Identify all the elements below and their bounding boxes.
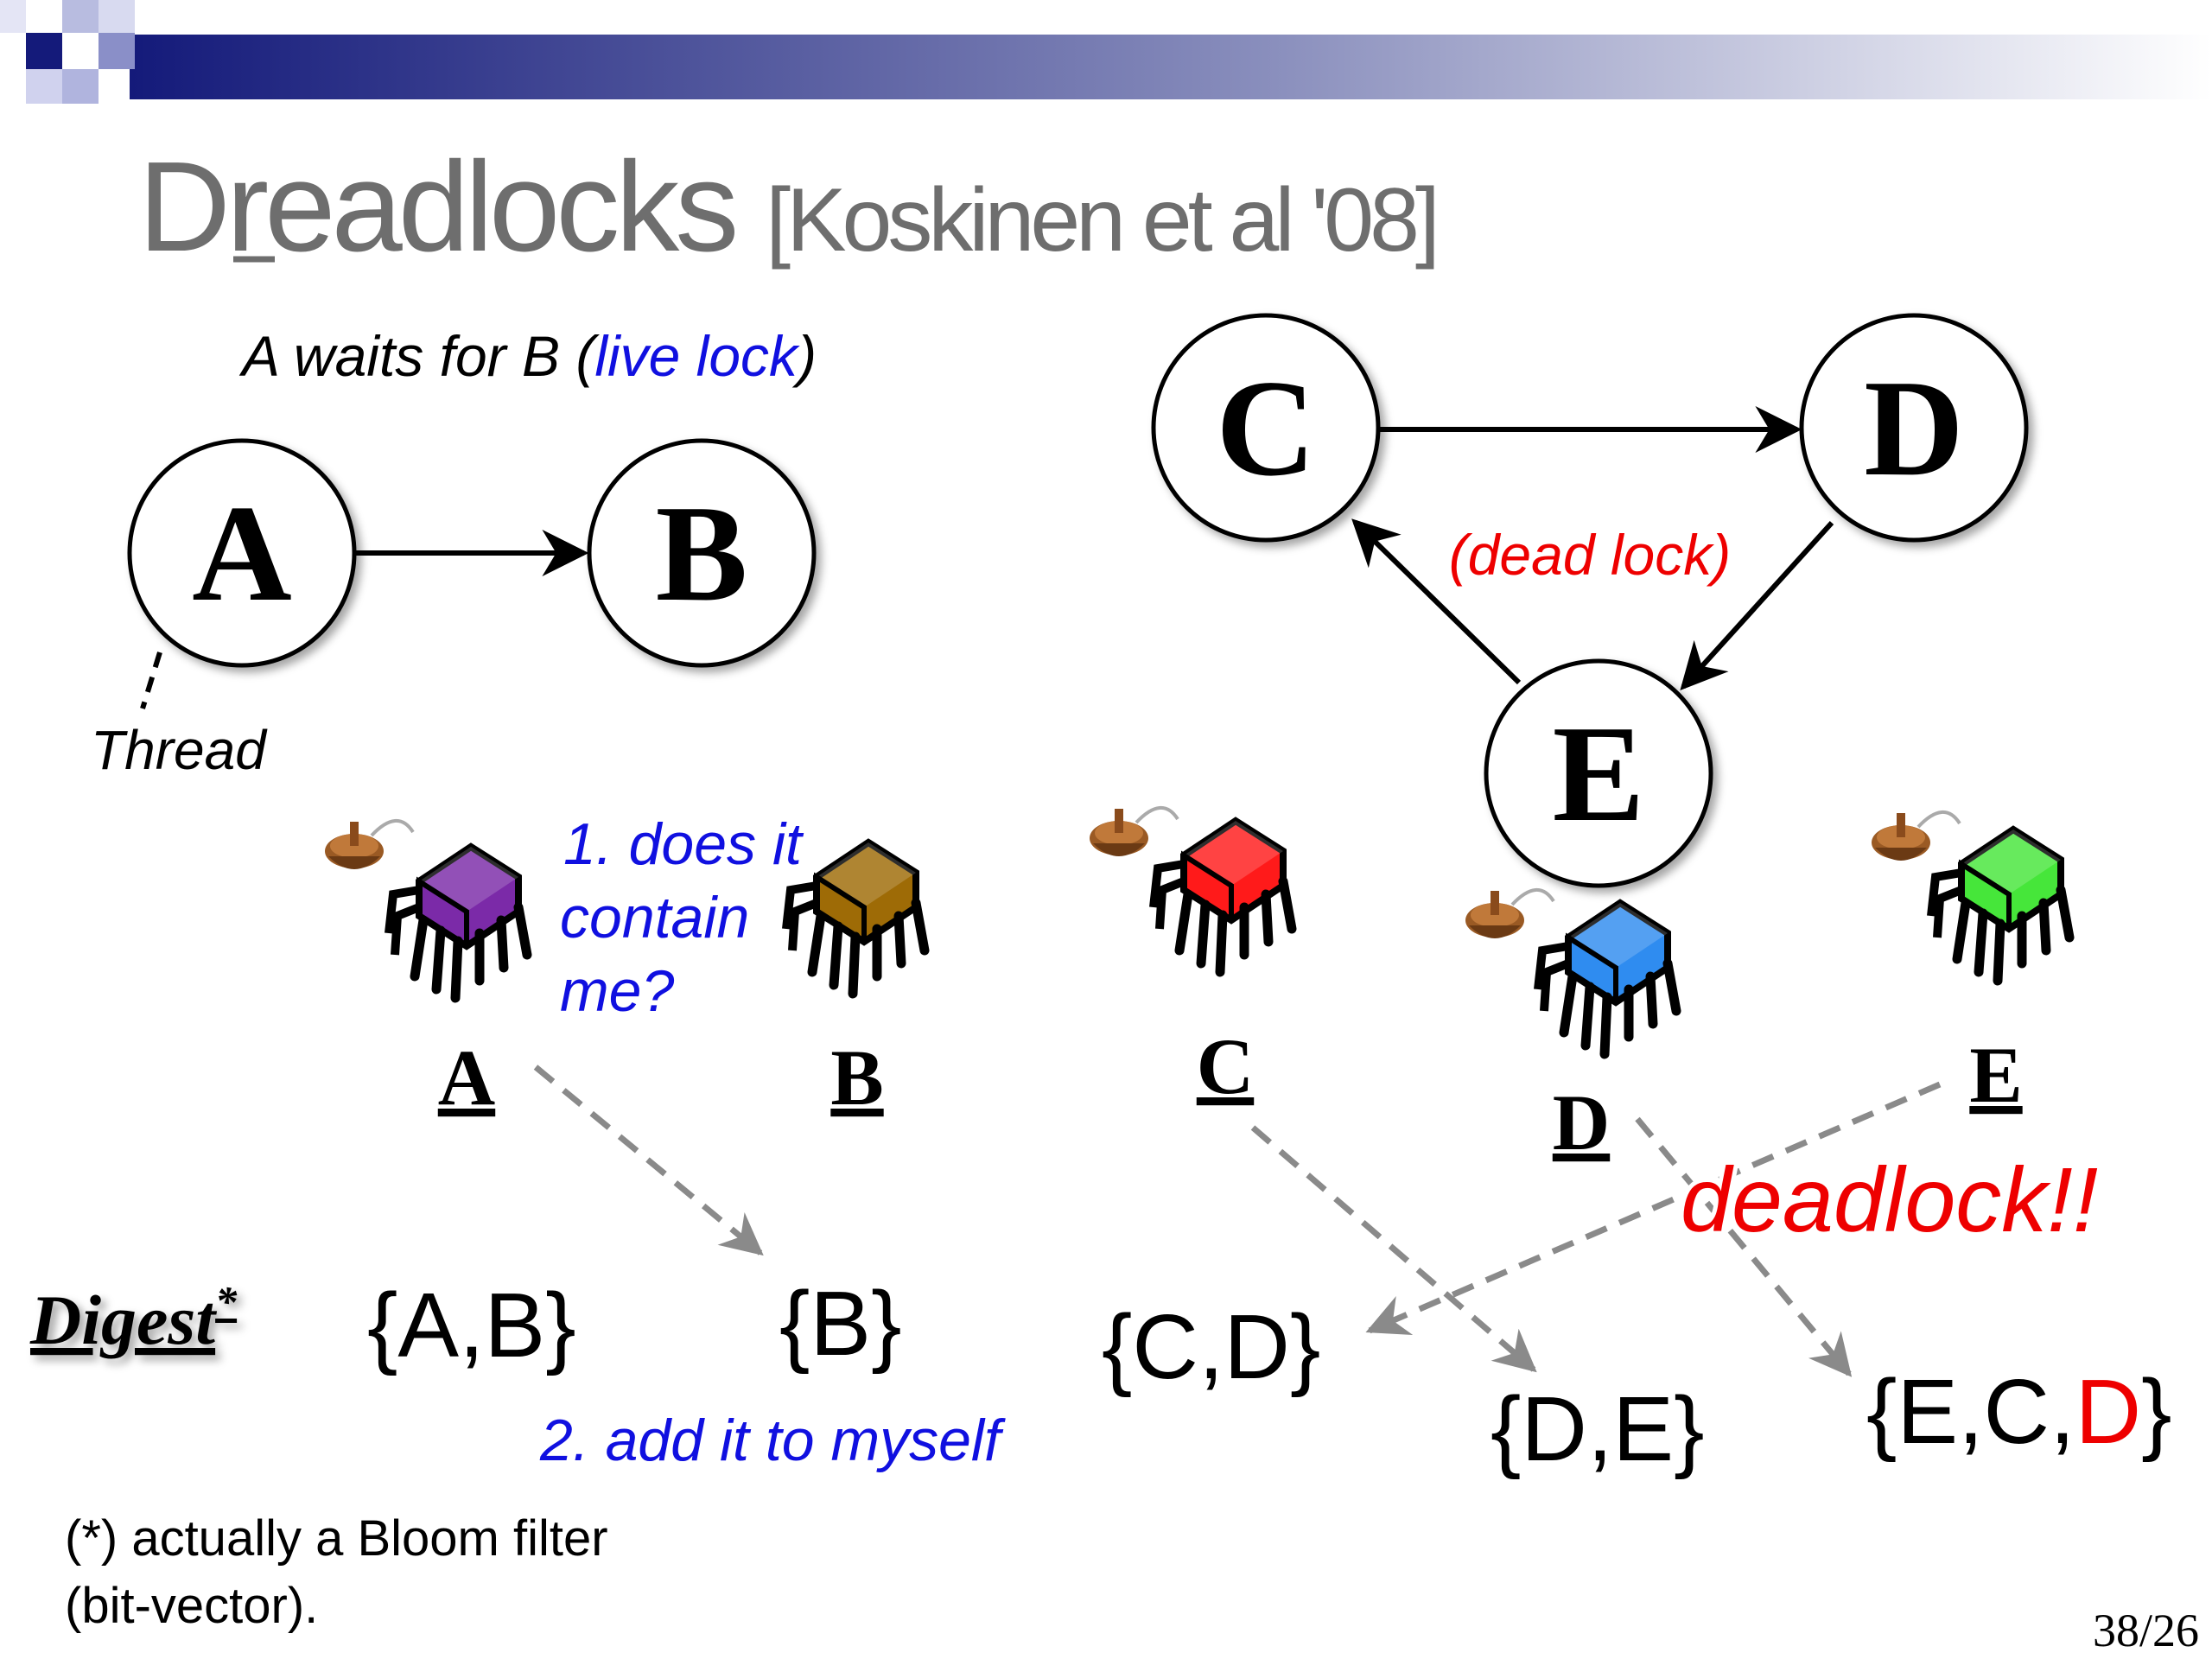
footnote: (*) actually a Bloom filter (bit-vector)… [65, 1510, 608, 1634]
thread-label-a: A [438, 1033, 495, 1122]
arrow-e-to-cd-set [1365, 1081, 1942, 1336]
thread-chip-e [1870, 810, 2069, 981]
live-lock-highlight: live lock [594, 324, 800, 388]
node-a: A [127, 438, 357, 668]
header-banner [0, 0, 2212, 104]
thread-chip-d [1464, 887, 1676, 1054]
thread-chip-b [786, 842, 925, 994]
live-lock-caption: A waits for B (live lock) [238, 324, 817, 388]
arrow-d-to-ecd-set [1635, 1116, 1853, 1377]
thread-label: Thread [91, 719, 268, 781]
deadlock-alert: deadlock!! [1681, 1149, 2098, 1251]
node-d: D [1799, 313, 2029, 543]
arrow-c-to-de-set [1250, 1125, 1537, 1373]
digest-set-a: {A,B} [367, 1274, 576, 1376]
thread-label-b: B [830, 1033, 883, 1122]
digest-set-c: {C,D} [1102, 1296, 1320, 1398]
digest-label: Digest* [29, 1277, 238, 1359]
svg-text:(*) actually a Bloom filter: (*) actually a Bloom filter [65, 1510, 608, 1567]
slide-title: Dreadlocks [Koskinen et al '08] [138, 136, 1436, 278]
page-number: 38/26 [2093, 1605, 2199, 1656]
thread-label-e: E [1969, 1031, 2022, 1119]
edge-e-to-c [1351, 518, 1522, 685]
dead-lock-label: (dead lock) [1449, 523, 1732, 587]
arrow-a-to-b-set [533, 1065, 764, 1256]
svg-text:me?: me? [560, 958, 674, 1024]
node-c: C [1151, 313, 1381, 543]
thread-chip-a [323, 818, 527, 998]
svg-text:E: E [1553, 696, 1645, 850]
svg-text:D: D [1864, 351, 1964, 505]
node-b: B [587, 438, 817, 668]
svg-text:A: A [192, 476, 292, 630]
svg-text:(bit-vector).: (bit-vector). [65, 1578, 318, 1634]
node-e: E [1484, 658, 1713, 888]
step1-question: 1. does it contain me? [560, 811, 804, 1024]
digest-set-e-highlight: D [2075, 1361, 2142, 1463]
thread-label-d: D [1553, 1078, 1610, 1166]
svg-text:B: B [656, 476, 748, 630]
digest-set-d: {D,E} [1491, 1378, 1705, 1480]
svg-text:1. does it: 1. does it [563, 811, 804, 877]
thread-pointer [140, 652, 162, 709]
title-main: Dreadlocks [138, 136, 734, 278]
digest-set-b: {B} [779, 1273, 902, 1375]
step2-add: 2. add it to myself [539, 1408, 1006, 1473]
title-citation: [Koskinen et al '08] [766, 170, 1436, 270]
svg-text:contain: contain [560, 885, 749, 950]
digest-set-e: {E,C,D} [1866, 1361, 2172, 1463]
thread-chip-c [1088, 805, 1292, 972]
svg-text:C: C [1216, 351, 1316, 505]
edge-d-to-e [1680, 520, 1834, 691]
thread-label-c: C [1197, 1022, 1254, 1110]
